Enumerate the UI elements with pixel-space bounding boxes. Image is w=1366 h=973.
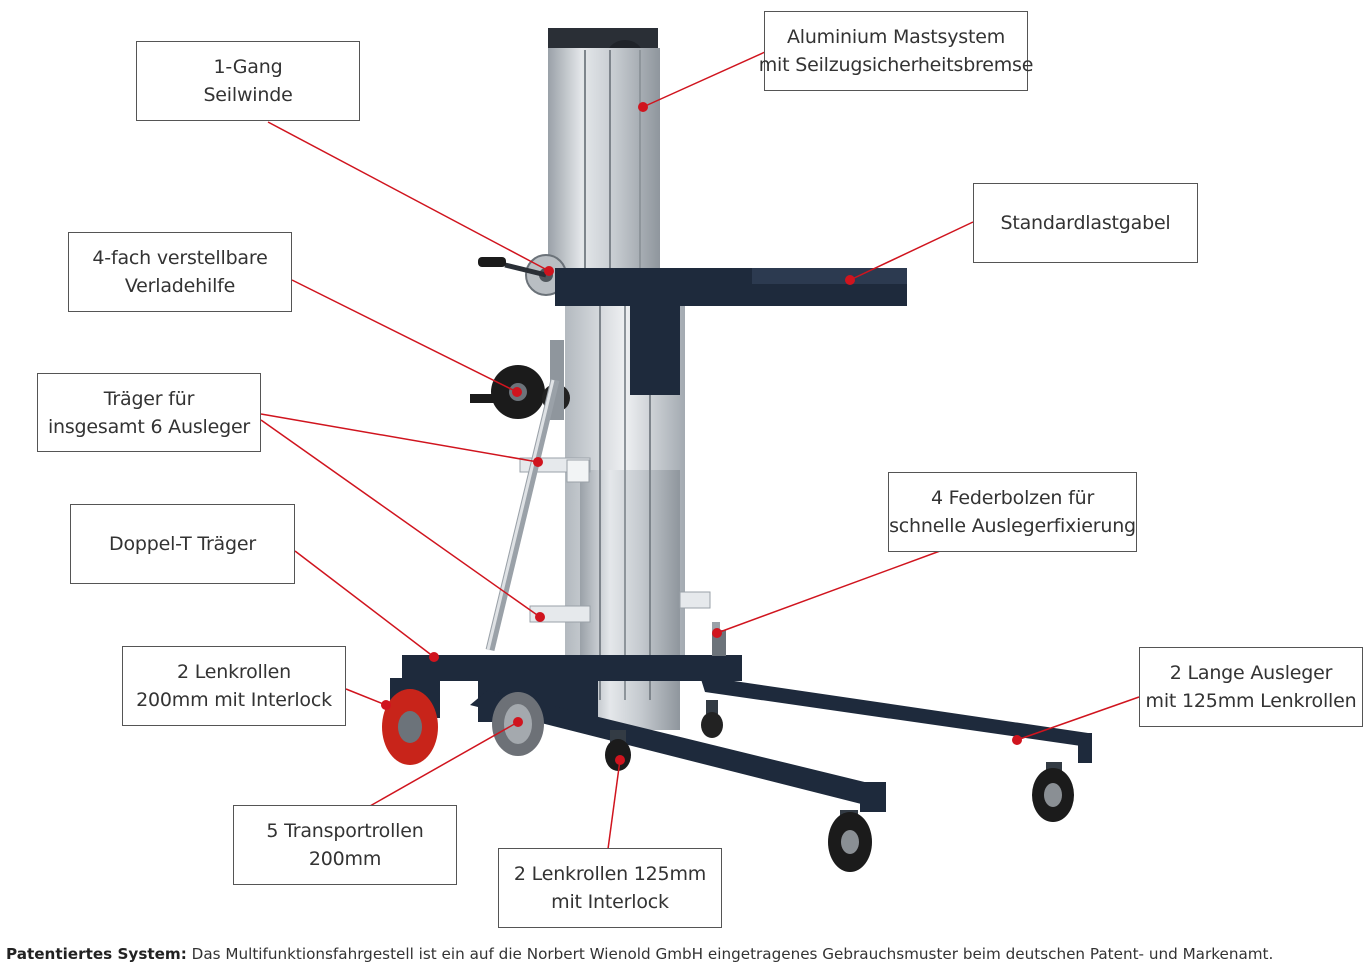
- leader-federbolzen: [716, 550, 941, 634]
- label-line: Standardlastgabel: [1000, 212, 1171, 234]
- leader-transportrollen: [369, 721, 519, 807]
- label-line: mit Interlock: [551, 891, 669, 913]
- label-seilwinde: 1-Gang Seilwinde: [136, 41, 360, 121]
- leader-traeger-b: [260, 419, 541, 618]
- label-line: insgesamt 6 Ausleger: [47, 415, 251, 438]
- loading-aid: [470, 340, 570, 420]
- label-line: Seilwinde: [203, 84, 293, 106]
- spring-bolt: [712, 622, 720, 634]
- long-outrigger-rear: [700, 676, 1092, 822]
- label-line: 2 Lange Ausleger: [1169, 662, 1333, 684]
- aluminium-mast: [548, 28, 685, 730]
- leader-lines: [260, 51, 1140, 850]
- leader-dot-transportrollen: [513, 717, 523, 727]
- label-line: Träger für: [103, 387, 195, 410]
- label-doppel-t: Doppel-T Träger: [70, 504, 295, 584]
- leader-verladehilfe: [291, 279, 518, 393]
- label-line: 200mm mit Interlock: [136, 689, 332, 711]
- label-line: 2 Lenkrollen 125mm: [513, 863, 707, 885]
- load-fork: [555, 268, 907, 306]
- label-line: Verladehilfe: [124, 275, 236, 297]
- leader-dot-lenkrollen-125: [615, 755, 625, 765]
- leader-seilwinde: [267, 121, 550, 272]
- leader-dot-lenkrollen-200: [381, 700, 391, 710]
- label-line: Aluminium Mastsystem: [786, 26, 1006, 48]
- rear-caster-right: [701, 700, 723, 738]
- leader-lenkrollen-125: [607, 759, 621, 850]
- footer-caption: Patentiertes System: Das Multifunktionsf…: [6, 945, 1361, 963]
- label-line: 5 Transportrollen: [266, 820, 424, 842]
- leader-lenkrollen-200: [345, 688, 387, 706]
- leader-dot-mastsystem: [638, 102, 648, 112]
- footer-caption-bold: Patentiertes System:: [6, 945, 187, 963]
- label-line: schnelle Auslegerfixierung: [889, 515, 1136, 537]
- castor-125mm: [605, 730, 872, 872]
- leader-dot-traeger-b: [535, 612, 545, 622]
- leader-dot-seilwinde: [544, 266, 554, 276]
- label-lenkrollen-200: 2 Lenkrollen 200mm mit Interlock: [122, 646, 346, 726]
- label-federbolzen: 4 Federbolzen für schnelle Auslegerfixie…: [888, 472, 1137, 552]
- label-lenkrollen-125: 2 Lenkrollen 125mm mit Interlock: [498, 848, 722, 928]
- leader-lastgabel: [849, 221, 974, 281]
- label-line: 4 Federbolzen für: [930, 487, 1095, 509]
- label-lange-ausleger: 2 Lange Ausleger mit 125mm Lenkrollen: [1139, 647, 1363, 727]
- leader-dot-traeger-a: [533, 457, 543, 467]
- diagonal-strut: [485, 378, 560, 652]
- leader-dot-verladehilfe: [512, 387, 522, 397]
- leader-dot-lastgabel: [845, 275, 855, 285]
- leader-doppel-t: [294, 550, 435, 658]
- red-castor-200mm: [382, 678, 440, 765]
- label-line: 4-fach verstellbare: [92, 247, 268, 269]
- leader-lange-ausleger: [1016, 696, 1140, 741]
- label-line: mit 125mm Lenkrollen: [1145, 690, 1357, 712]
- label-traeger: Träger für insgesamt 6 Ausleger: [37, 373, 261, 452]
- leader-traeger-a: [260, 413, 539, 463]
- label-verladehilfe: 4-fach verstellbare Verladehilfe: [68, 232, 292, 312]
- label-line: mit Seilzugsicherheitsbremse: [758, 54, 1034, 76]
- winch: [478, 254, 567, 296]
- leader-mastsystem: [642, 51, 766, 108]
- label-line: 2 Lenkrollen: [176, 661, 292, 683]
- label-line: 200mm: [308, 848, 382, 870]
- leader-dot-doppel-t: [429, 652, 439, 662]
- leader-dot-federbolzen: [712, 628, 722, 638]
- label-line: Doppel-T Träger: [109, 533, 256, 555]
- label-mastsystem: Aluminium Mastsystem mit Seilzugsicherhe…: [759, 11, 1033, 91]
- label-transportrollen: 5 Transportrollen 200mm: [233, 805, 457, 885]
- footer-caption-text: Das Multifunktionsfahrgestell ist ein au…: [186, 945, 1274, 963]
- label-line: 1-Gang: [213, 56, 283, 78]
- leader-dot-lange-ausleger: [1012, 735, 1022, 745]
- label-lastgabel: Standardlastgabel: [973, 183, 1198, 263]
